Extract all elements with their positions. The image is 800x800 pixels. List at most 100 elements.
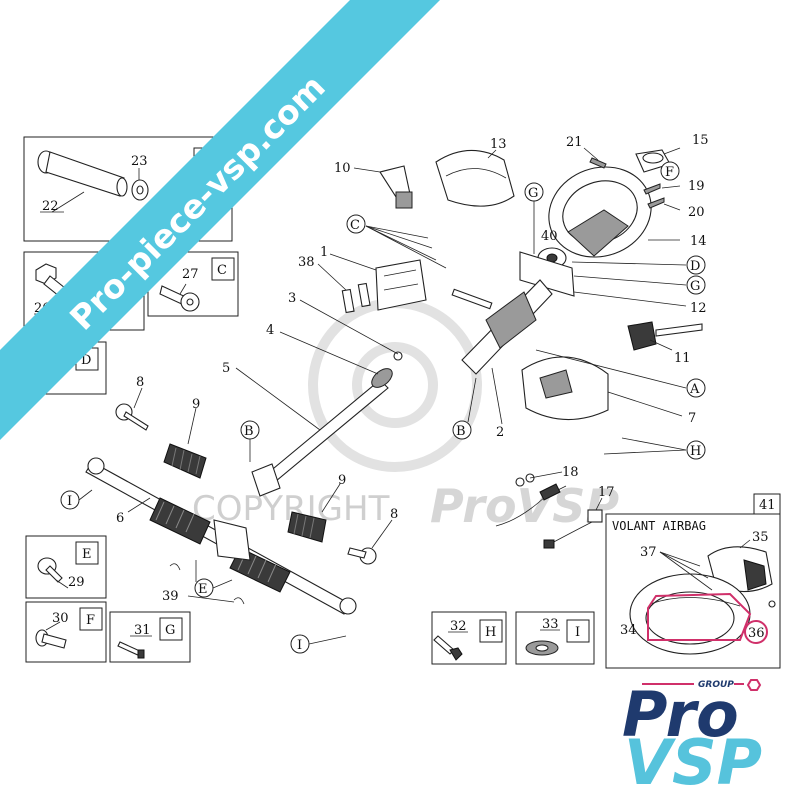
callout-38: 38 (298, 255, 315, 270)
wiring-harness-17 (543, 509, 603, 549)
brand-logo: GROUP Pro VSP (622, 678, 762, 799)
callout-36: 36 (748, 626, 765, 641)
washer-icon (131, 179, 149, 201)
callout-5: 5 (222, 361, 230, 376)
logo-pro-text: Pro (622, 678, 739, 751)
callout-33: 33 (542, 617, 559, 632)
kit-box-e: E 29 (25, 535, 107, 599)
letter-e-box: E (82, 547, 92, 562)
letter-a-marker: A (689, 382, 700, 397)
screw-icon (117, 641, 145, 659)
boot-right (287, 511, 327, 543)
callout-37: 37 (640, 545, 657, 560)
logo-vsp-text: VSP (624, 726, 762, 799)
letter-g-marker-right: G (690, 279, 700, 294)
callout-13: 13 (490, 137, 507, 152)
callout-21: 21 (566, 135, 583, 150)
letter-g-marker-left: G (528, 186, 538, 201)
callout-40: 40 (541, 229, 558, 244)
clip-39 (169, 563, 245, 605)
callout-31: 31 (134, 623, 151, 638)
callout-8b: 8 (390, 507, 398, 522)
tie-rod-end-left (115, 403, 149, 431)
callout-15: 15 (692, 133, 709, 148)
airbag-inset: 41 VOLANT AIRBAG 35 37 34 36 (605, 493, 781, 669)
callout-12: 12 (690, 301, 707, 316)
wiring-harness-18 (495, 473, 567, 527)
letter-f-box: F (86, 613, 95, 628)
callout-9a: 9 (192, 397, 200, 412)
callout-22: 22 (42, 199, 59, 214)
watermark-brand: ProVSP (430, 479, 619, 533)
letter-f-marker: F (665, 165, 674, 180)
logo-group-text: GROUP (698, 680, 734, 690)
callout-30: 30 (52, 611, 69, 626)
letter-c-marker: C (350, 218, 360, 233)
tie-rod-end-right (347, 547, 377, 565)
callout-10: 10 (334, 161, 351, 176)
steering-column-2 (451, 279, 553, 375)
kit-box-h: H 32 (431, 611, 507, 665)
callout-27: 27 (182, 267, 199, 282)
letter-g-box: G (165, 623, 175, 638)
letter-c-box: C (217, 263, 227, 278)
callout-1: 1 (320, 245, 328, 260)
boot-left (163, 443, 207, 479)
intermediate-shaft (251, 351, 403, 497)
callout-6: 6 (116, 511, 124, 526)
callout-14: 14 (690, 234, 707, 249)
column-bracket-1 (375, 259, 427, 311)
letter-h-box: H (485, 625, 496, 640)
callout-3: 3 (288, 291, 296, 306)
kit-box-g: G 31 (109, 611, 191, 663)
callout-41: 41 (759, 498, 776, 513)
bolt-icon (35, 629, 67, 649)
callout-4: 4 (266, 323, 274, 338)
letter-d-marker: D (690, 259, 700, 274)
callout-34: 34 (620, 623, 637, 638)
bolt-icon (37, 557, 63, 583)
letter-h-marker: H (690, 444, 701, 459)
letter-i-marker-right: I (297, 638, 302, 653)
callout-8a: 8 (136, 375, 144, 390)
letter-b-marker-column: B (456, 424, 466, 439)
callout-29: 29 (68, 575, 85, 590)
clips-19-20 (643, 183, 665, 209)
lower-shroud-7 (521, 356, 609, 421)
callout-23: 23 (131, 154, 148, 169)
airbag-highlight (647, 592, 752, 641)
callout-39: 39 (162, 589, 179, 604)
callout-32: 32 (450, 619, 467, 634)
callout-2: 2 (496, 425, 504, 440)
combination-switch-11 (627, 321, 703, 351)
callout-35: 35 (752, 530, 769, 545)
callout-18: 18 (562, 465, 579, 480)
steering-rack-6 (85, 457, 357, 615)
letter-e-marker: E (198, 582, 208, 597)
bolt-icon (159, 285, 200, 312)
horn-clip-21 (589, 157, 607, 169)
airbag-title: VOLANT AIRBAG (612, 519, 706, 533)
column-bracket-12 (519, 251, 575, 297)
letter-b-marker-shaft: B (244, 424, 254, 439)
kit-box-i: I 33 (515, 611, 595, 665)
callout-7: 7 (688, 411, 696, 426)
column-shroud-13 (435, 149, 515, 207)
callout-36-highlight (744, 620, 768, 644)
callout-17: 17 (598, 485, 615, 500)
callout-11: 11 (674, 351, 691, 366)
airbag-cover-15 (635, 149, 671, 173)
callout-20: 20 (688, 205, 705, 220)
bolt-icon (433, 635, 463, 661)
bolt-icon (37, 150, 128, 197)
ignition-switch-10 (379, 165, 413, 209)
washer-icon (525, 640, 559, 656)
letter-i-marker-left: I (67, 494, 72, 509)
kit-box-f: F 30 (25, 601, 107, 663)
letter-i-box: I (575, 625, 580, 640)
callout-9b: 9 (338, 473, 346, 488)
screw-icon (768, 600, 776, 608)
callout-19: 19 (688, 179, 705, 194)
site-banner: Pro-piece-vsp.com (0, 0, 440, 440)
